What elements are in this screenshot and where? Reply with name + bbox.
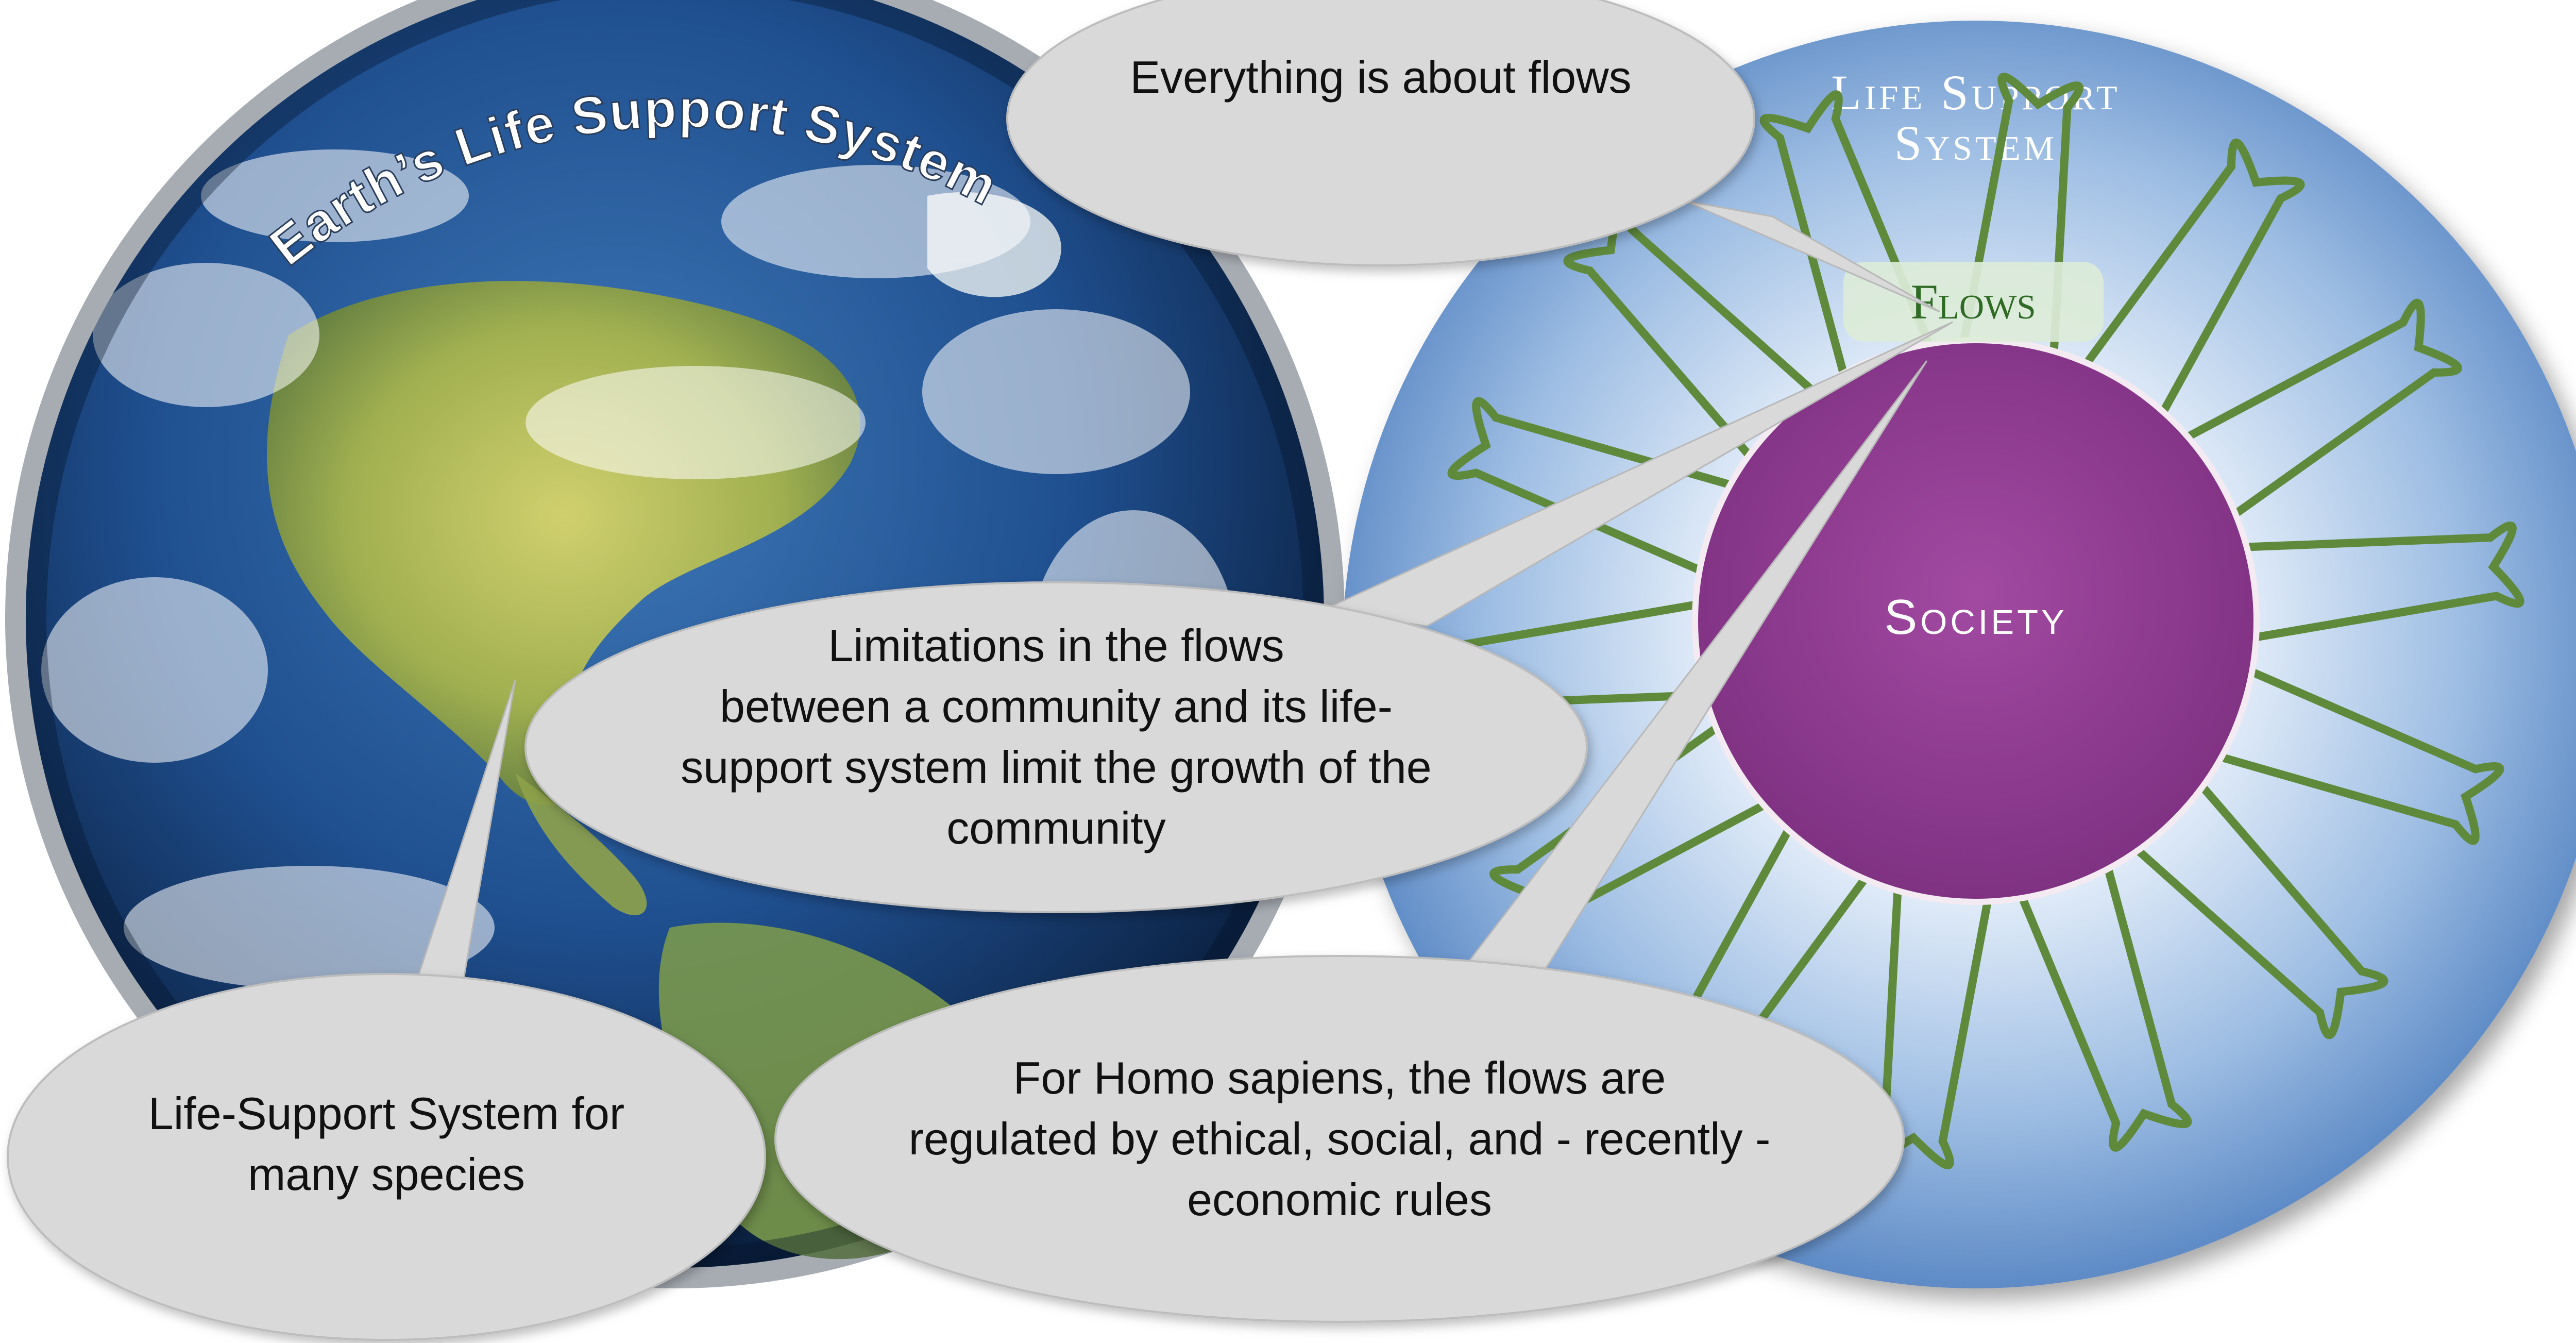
central-america-landmass (515, 773, 647, 916)
callout-middle-line-4: community (946, 802, 1166, 853)
flow-loop (2093, 742, 2388, 1039)
pointer-top (1684, 200, 1940, 313)
callout-top-text: Everything is about flows (1030, 21, 1731, 134)
callout-bottom-left-text: Life-Support System for many species (52, 1062, 721, 1227)
callout-bottom-right-line-3: economic rules (1187, 1174, 1492, 1225)
callout-bottom-right-bubble (774, 955, 1905, 1323)
callout-top-bubble (1006, 0, 1755, 266)
flow-loop (1950, 73, 2084, 407)
flow-loop (2137, 298, 2462, 550)
flow-loop (2166, 646, 2504, 845)
society-label: Society (1884, 590, 2067, 645)
callout-bottom-right-line-2: regulated by ethical, social, and - rece… (908, 1113, 1771, 1164)
callout-bottom-right-text: For Homo sapiens, the flows are regulate… (799, 1031, 1880, 1247)
flows-label-box (1843, 262, 2104, 342)
callout-middle-bubble (524, 581, 1588, 913)
callout-top-line: Everything is about flows (1130, 52, 1632, 103)
life-support-title-line2: System (1894, 115, 2057, 171)
callout-bottom-left-line-1: Life-Support System for (148, 1088, 625, 1139)
flows-label: Flows (1910, 274, 2036, 329)
callout-middle-line-1: Limitations in the flows (828, 620, 1284, 671)
callout-bottom-left-line-2: many species (247, 1149, 525, 1200)
flow-loop (1447, 397, 1785, 596)
callout-middle-text: Limitations in the flows between a commu… (541, 603, 1571, 871)
callout-middle-line-2: between a community and its life- (720, 681, 1393, 732)
flow-loop (1997, 814, 2192, 1152)
callout-pointers (416, 200, 1953, 980)
callout-middle-line-3: support system limit the growth of the (681, 742, 1432, 793)
callout-bottom-right-line-1: For Homo sapiens, the flows are (1013, 1052, 1666, 1103)
flow-loop (1759, 90, 1955, 428)
flow-loop (2050, 138, 2305, 463)
flow-loop (2191, 522, 2524, 651)
callout-bottom-left-bubble (7, 973, 766, 1341)
